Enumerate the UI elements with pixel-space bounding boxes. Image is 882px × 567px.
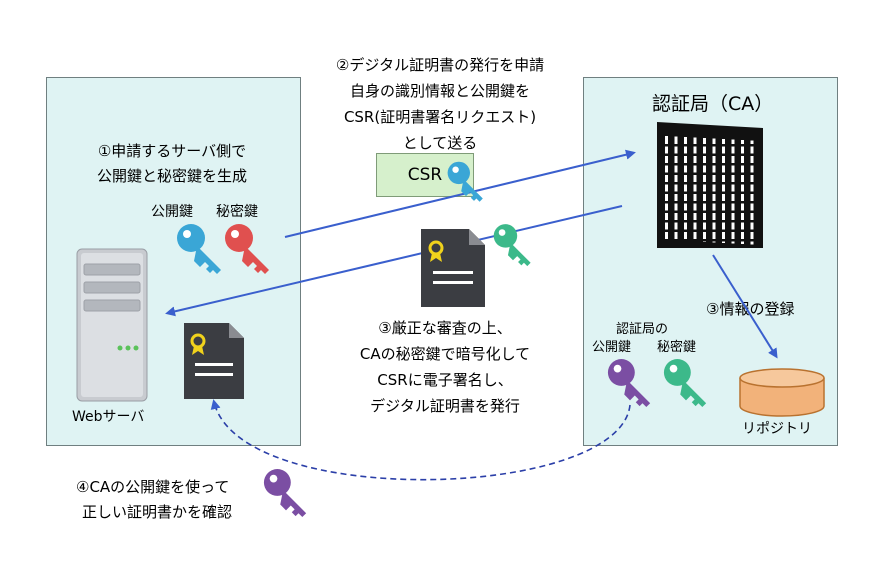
step3-line2: CAの秘密鍵で暗号化して — [359, 345, 531, 363]
ca-title: 認証局（CA） — [652, 93, 774, 115]
ca-keys-caption: 認証局の — [616, 322, 669, 337]
verify-public-key-icon — [263, 469, 307, 518]
server-label: Webサーバ — [72, 409, 145, 425]
step2-line4: として送る — [402, 134, 478, 152]
csr-send-arrow — [284, 149, 636, 238]
ca-private-key-icon-small — [493, 224, 531, 267]
step3-line1: ③厳正な審査の上、 — [378, 319, 512, 337]
private-key-icon — [225, 224, 269, 274]
public-key-icon — [177, 224, 221, 274]
database-icon — [739, 368, 825, 417]
step2-line2: 自身の識別情報と公開鍵を — [349, 82, 530, 100]
building-icon — [657, 122, 763, 248]
ca-private-key-label: 秘密鍵 — [657, 340, 697, 355]
step2-line3: CSR(証明書署名リクエスト) — [343, 108, 537, 126]
registration-label: ③情報の登録 — [706, 300, 795, 318]
certificate-icon — [184, 323, 244, 399]
repository-label: リポジトリ — [742, 421, 812, 437]
server-icon — [76, 248, 148, 402]
ca-public-key-label: 公開鍵 — [592, 340, 632, 355]
registration-arrow — [712, 254, 778, 359]
step1-line1: ①申請するサーバ側で — [97, 142, 247, 160]
private-key-label: 秘密鍵 — [216, 204, 258, 220]
step1-line2: 公開鍵と秘密鍵を生成 — [96, 167, 247, 185]
certificate-issue-arrow — [165, 205, 623, 317]
step4-line1: ④CAの公開鍵を使って — [76, 478, 230, 496]
verification-arrow — [210, 399, 631, 481]
step4-line2: 正しい証明書かを確認 — [82, 503, 233, 521]
step3-line3: CSRに電子署名し、 — [377, 371, 513, 389]
ca-public-key-icon — [607, 359, 651, 408]
step3-line4: デジタル証明書を発行 — [370, 397, 520, 415]
step2-line1: ②デジタル証明書の発行を申請 — [335, 56, 545, 74]
public-key-label: 公開鍵 — [151, 204, 193, 220]
csr-public-key-icon — [447, 161, 483, 202]
issued-certificate-icon — [421, 229, 485, 307]
csr-label: CSR — [407, 165, 443, 185]
ca-private-key-icon — [663, 359, 707, 408]
